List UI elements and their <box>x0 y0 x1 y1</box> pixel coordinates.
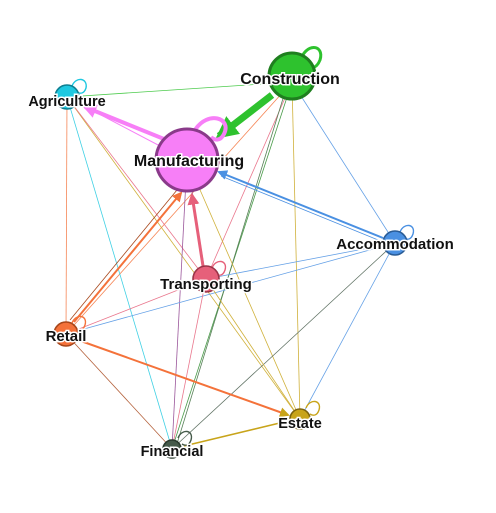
node-transporting[interactable] <box>192 265 220 293</box>
label-retail: Retail <box>46 328 87 345</box>
label-manufacturing: Manufacturing <box>134 153 244 170</box>
loop-manufacturing <box>193 116 228 142</box>
node-agriculture[interactable] <box>54 84 80 110</box>
edge-retail-to-manufacturing-2 <box>69 189 178 321</box>
edge-manufacturing-to-agriculture <box>82 104 165 141</box>
edge-manufacturing-estate <box>186 159 301 420</box>
label-construction: Construction <box>240 71 340 88</box>
label-estate: Estate <box>278 416 322 432</box>
edge-manufacturing-financial <box>171 159 188 450</box>
node-accommodation[interactable] <box>382 230 408 256</box>
edge-agriculture-manufacturing-back <box>79 103 161 147</box>
node-manufacturing[interactable] <box>154 127 220 193</box>
edge-agriculture-retail <box>65 96 68 335</box>
edge-retail-to-estate <box>77 339 290 418</box>
edge-accommodation-retail <box>65 242 396 335</box>
node-estate[interactable] <box>289 408 311 430</box>
edge-construction-agriculture <box>66 81 293 98</box>
edge-retail-financial <box>65 333 173 450</box>
loop-agriculture <box>71 78 87 94</box>
edge-agriculture-transporting <box>66 96 207 280</box>
edge-construction-accommodation <box>291 81 396 244</box>
edge-transporting-estate <box>205 278 301 420</box>
label-financial: Financial <box>141 444 204 460</box>
label-transporting: Transporting <box>160 276 252 293</box>
loop-retail <box>71 315 87 331</box>
nodes <box>53 51 408 459</box>
edge-construction-financial-2 <box>175 91 286 448</box>
edge-transporting-to-manufacturing <box>187 192 205 267</box>
directed-edges <box>69 92 384 447</box>
edge-accommodation-to-manufacturing-2 <box>220 175 384 243</box>
edge-agriculture-financial <box>66 96 173 450</box>
label-accommodation: Accommodation <box>336 236 454 253</box>
edge-accommodation-transporting <box>205 242 396 280</box>
loop-estate <box>305 400 321 416</box>
edge-agriculture-estate <box>66 96 301 420</box>
node-financial[interactable] <box>162 439 182 459</box>
thin-edges <box>65 81 396 450</box>
edge-accommodation-financial <box>171 242 396 450</box>
edge-retail-transporting <box>65 278 207 335</box>
edge-retail-to-manufacturing <box>73 191 183 323</box>
loop-financial <box>177 430 193 446</box>
node-retail[interactable] <box>53 321 79 347</box>
node-construction[interactable] <box>267 51 317 101</box>
edge-financial-to-estate <box>183 418 290 447</box>
edge-construction-to-manufacturing <box>215 92 275 139</box>
edge-construction-estate <box>291 81 301 420</box>
node-labels: Construction Agriculture Manufacturing A… <box>27 70 455 462</box>
edge-transporting-financial <box>171 278 207 450</box>
edge-construction-retail <box>65 81 293 335</box>
edge-accommodation-estate <box>299 242 396 420</box>
edge-accommodation-to-manufacturing <box>217 170 384 239</box>
label-agriculture: Agriculture <box>28 94 105 110</box>
